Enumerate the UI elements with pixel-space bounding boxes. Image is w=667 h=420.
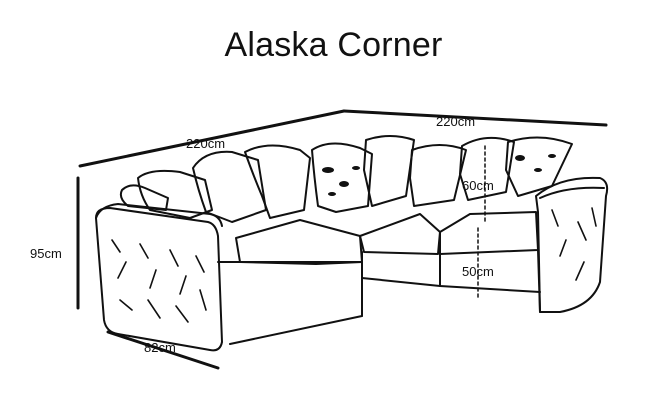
cushion-pattern (322, 154, 556, 196)
seat-middle (359, 213, 441, 255)
right-arm-inner (539, 186, 605, 199)
corner-base (361, 261, 541, 293)
back-cushions (119, 135, 573, 223)
cushion-3 (192, 150, 267, 223)
left-arm-front (95, 207, 223, 352)
dim-line-back-right (342, 109, 608, 127)
dim-line-arm-depth (106, 330, 220, 370)
sofa-body-right (439, 176, 609, 313)
dim-label-arm-depth: 82cm (144, 340, 176, 355)
dim-label-back-left: 220cm (186, 136, 225, 151)
cushion-9 (505, 136, 573, 197)
dim-label-seat-height: 50cm (462, 264, 494, 279)
right-base (439, 249, 541, 313)
dim-line-back-left (78, 109, 346, 168)
right-arm (535, 176, 609, 313)
cushion-7 (409, 144, 467, 207)
cushion-6 (363, 135, 415, 207)
sofa-body-left (95, 203, 541, 352)
dim-label-seat-depth: 60cm (462, 178, 494, 193)
cushion-2 (137, 169, 213, 219)
left-arm-top (95, 203, 223, 227)
cushion-1 (119, 184, 169, 211)
cushion-5 (311, 142, 373, 213)
cushion-4 (244, 144, 311, 219)
dim-label-back-right: 220cm (436, 114, 475, 129)
seat-left (235, 219, 363, 265)
dimension-lines (76, 109, 608, 370)
fabric-pattern-marks (111, 207, 597, 323)
dim-label-height: 95cm (30, 246, 62, 261)
diagram-title: Alaska Corner (224, 26, 443, 64)
seat-cushions (235, 211, 539, 265)
cushion-8 (459, 136, 515, 201)
left-base (217, 261, 363, 345)
seat-right (439, 211, 539, 255)
